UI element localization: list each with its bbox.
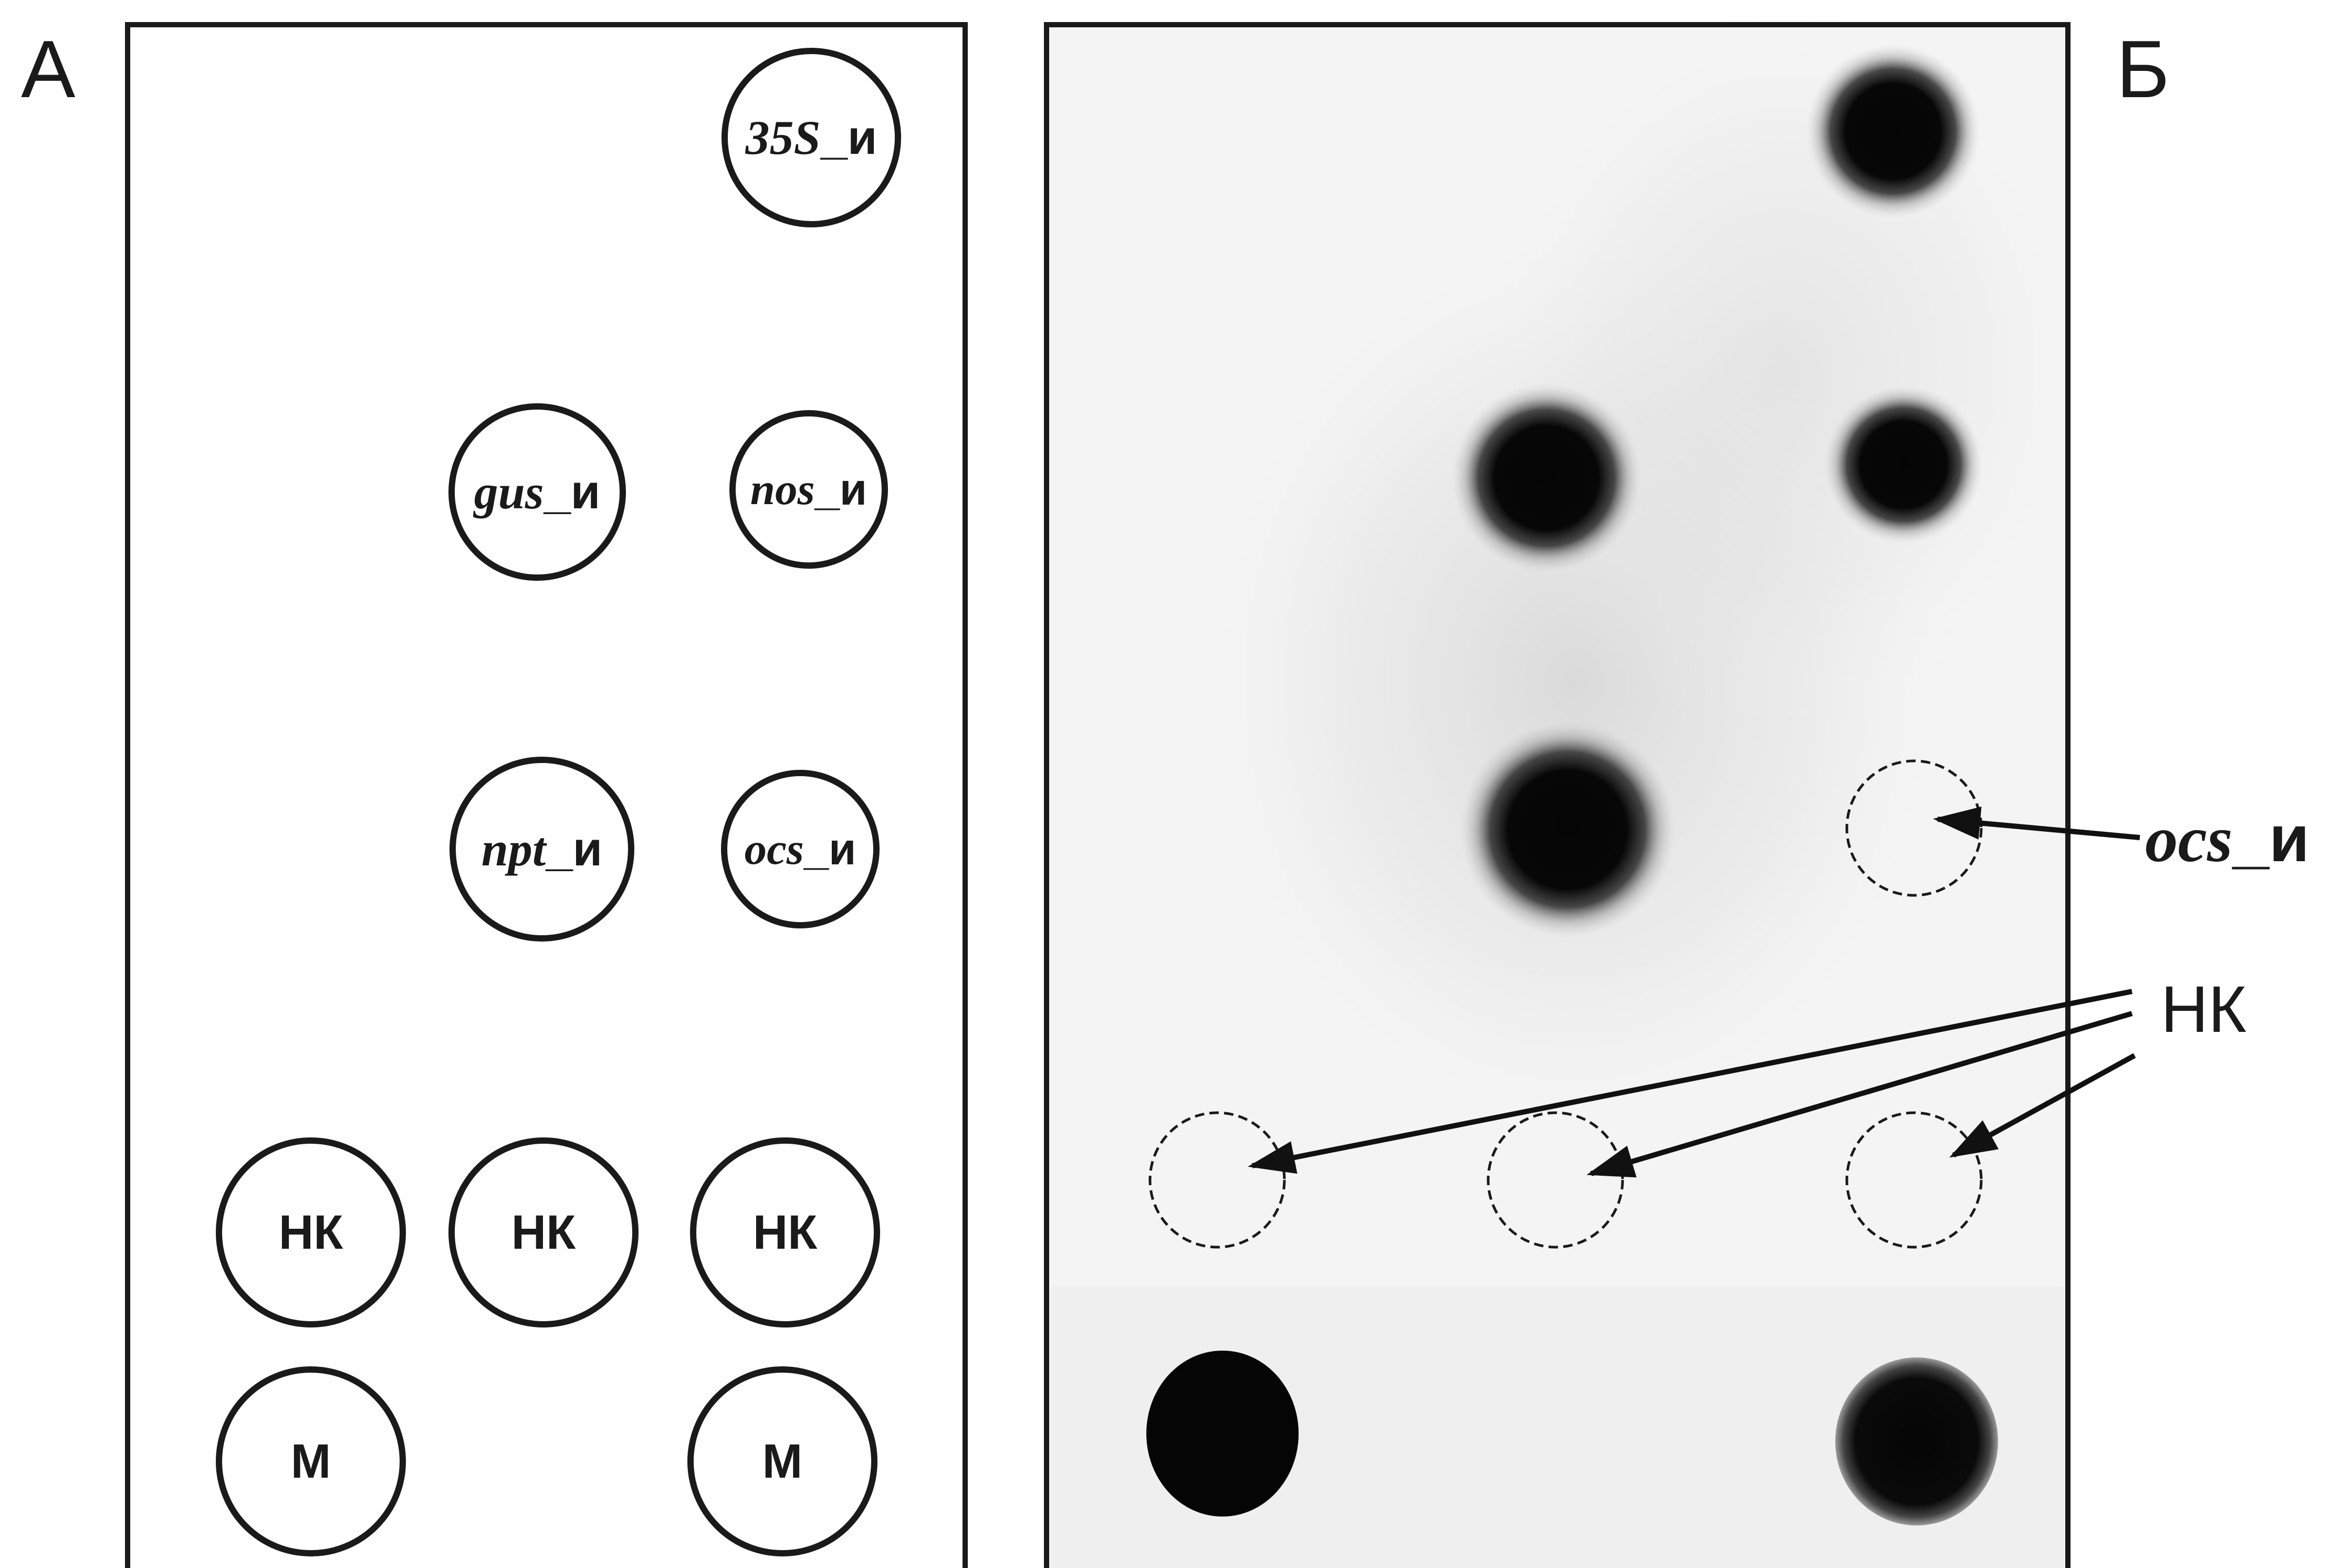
svg-text:npt_и: npt_и <box>482 822 602 876</box>
scheme-spot-gus: gus_и <box>448 403 626 581</box>
svg-text:nos_и: nos_и <box>750 465 867 515</box>
panel-b: Б ocs_и НК <box>1044 0 2309 1568</box>
callout-ocs: ocs_и <box>2145 802 2309 876</box>
scheme-spot-ocs: ocs_и <box>721 770 880 928</box>
blot-spot-marker-2 <box>1835 1357 1998 1525</box>
scheme-spot-35s: 35S_и <box>722 48 901 227</box>
blot-outline-nk-1 <box>1148 1111 1286 1249</box>
spot-label-suffix: _и <box>820 111 877 164</box>
callout-ocs-suffix: _и <box>2232 802 2309 875</box>
svg-text:gus_и: gus_и <box>473 465 601 519</box>
blot-spot-npt <box>1460 722 1675 937</box>
background-haze <box>1470 0 2100 735</box>
panel-a-frame <box>125 22 968 1568</box>
scheme-spot-m-2: М <box>687 1366 877 1556</box>
scheme-spot-nk-3: НК <box>690 1137 880 1327</box>
spot-label-gene: nos <box>750 465 815 514</box>
blot-spot-gus <box>1452 383 1641 572</box>
scheme-spot-m-1: М <box>216 1366 406 1556</box>
spot-label-suffix: _и <box>543 465 601 519</box>
spot-label: НК <box>279 1206 343 1259</box>
arrow-nk-2 <box>1586 1011 2133 1178</box>
blot-spot-35s <box>1806 45 1980 218</box>
spot-label: М <box>762 1435 803 1488</box>
spot-label-gene: ocs <box>745 824 804 874</box>
spot-label-gene: 35S <box>745 111 821 164</box>
scheme-spot-nk-2: НК <box>448 1137 639 1327</box>
arrow-nk-1 <box>1248 989 2132 1174</box>
panel-b-frame <box>1044 22 2071 1568</box>
blot-spot-nos <box>1825 386 1982 543</box>
scheme-spot-nos: nos_и <box>729 410 888 569</box>
panel-a: А 35S_и gus_и nos_и npt_и <box>21 22 968 1568</box>
blot-outline-nk-3 <box>1845 1111 1983 1249</box>
scheme-spot-nk-1: НК <box>216 1137 406 1327</box>
svg-text:35S_и: 35S_и <box>745 111 877 164</box>
scheme-spot-npt: npt_и <box>449 757 634 942</box>
spot-label-suffix: _и <box>546 822 603 876</box>
svg-text:ocs_и: ocs_и <box>745 824 856 874</box>
spot-label: НК <box>511 1206 576 1259</box>
spot-label-suffix: _и <box>803 824 856 874</box>
blot-spot-marker-1 <box>1146 1351 1299 1517</box>
spot-label-gene: npt <box>482 822 547 876</box>
callout-ocs-gene: ocs <box>2145 803 2233 876</box>
blot-outline-nk-2 <box>1487 1111 1624 1249</box>
arrow-nk-3 <box>1949 1053 2136 1158</box>
spot-label: М <box>291 1435 331 1488</box>
panel-b-letter: Б <box>2116 24 2170 114</box>
spot-label-gene: gus <box>473 465 544 519</box>
spot-label: НК <box>753 1206 818 1259</box>
callout-nk: НК <box>2161 973 2246 1046</box>
arrow-ocs <box>1933 806 2140 840</box>
panel-a-letter: А <box>21 24 76 114</box>
spot-label-suffix: _и <box>814 465 867 515</box>
